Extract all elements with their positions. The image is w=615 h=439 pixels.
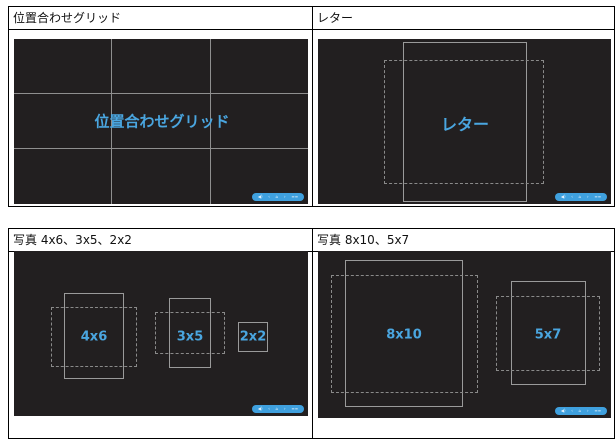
overlay-label: レター <box>440 115 490 134</box>
photo-frame-5x7 <box>511 281 586 385</box>
left-arrow-icon: ‹ <box>571 194 573 199</box>
osd-toolbar: ◀) ‹ ⌂ › ≡≡ <box>555 193 607 201</box>
right-arrow-icon: › <box>586 194 589 199</box>
home-icon: ⌂ <box>275 194 279 199</box>
speaker-icon: ◀) <box>560 408 566 413</box>
monitor-screen: 位置合わせグリッド ◀) ‹ ⌂ › ≡≡ <box>14 39 308 204</box>
right-arrow-icon: › <box>283 194 286 199</box>
photo-frame-5x7-landscape <box>496 296 600 371</box>
menu-icon: ≡≡ <box>594 194 602 199</box>
home-icon: ⌂ <box>578 408 582 413</box>
right-arrow-icon: › <box>586 408 589 413</box>
photo-frame-2x2 <box>238 322 268 352</box>
menu-icon: ≡≡ <box>291 406 299 411</box>
letter-frame-landscape <box>384 60 544 184</box>
osd-toolbar: ◀) ‹ ⌂ › ≡≡ <box>555 407 607 415</box>
grid-line-vertical <box>210 39 211 204</box>
photo-frame-8x10 <box>345 260 463 407</box>
letter-frame <box>403 42 527 202</box>
photo-label-3x5: 3x5 <box>176 329 204 345</box>
menu-icon: ≡≡ <box>291 194 299 199</box>
home-icon: ⌂ <box>275 406 279 411</box>
cell-title: レター <box>313 7 614 30</box>
left-arrow-icon: ‹ <box>268 406 270 411</box>
photo-frame-3x5 <box>169 298 211 368</box>
menu-icon: ≡≡ <box>594 408 602 413</box>
grid-line-vertical <box>111 39 112 204</box>
photo-label-2x2: 2x2 <box>239 329 267 345</box>
photo-frame-4x6-landscape <box>51 307 137 367</box>
left-arrow-icon: ‹ <box>571 408 573 413</box>
photo-frame-8x10-landscape <box>331 275 478 393</box>
photo-label-5x7: 5x7 <box>534 327 562 343</box>
grid-line-horizontal <box>14 148 308 149</box>
speaker-icon: ◀) <box>257 406 263 411</box>
left-arrow-icon: ‹ <box>268 194 270 199</box>
photo-label-8x10: 8x10 <box>386 327 422 343</box>
cell-title: 写真 4x6、3x5、2x2 <box>9 229 312 252</box>
photo-label-4x6: 4x6 <box>80 329 108 345</box>
grid-line-horizontal <box>14 93 308 94</box>
monitor-screen: レター ◀) ‹ ⌂ › ≡≡ <box>318 39 611 204</box>
right-arrow-icon: › <box>283 406 286 411</box>
cell-alignment-grid: 位置合わせグリッド 位置合わせグリッド ◀) ‹ ⌂ › ≡≡ <box>8 6 313 207</box>
speaker-icon: ◀) <box>560 194 566 199</box>
cell-photo-large: 写真 8x10、5x7 8x10 5x7 ◀) ‹ ⌂ › ≡≡ <box>312 228 615 439</box>
photo-frame-3x5-landscape <box>155 312 225 354</box>
monitor-screen: 4x6 3x5 2x2 ◀) ‹ ⌂ › ≡≡ <box>14 251 308 416</box>
speaker-icon: ◀) <box>257 194 263 199</box>
overlay-label: 位置合わせグリッド <box>94 112 230 131</box>
cell-letter: レター レター ◀) ‹ ⌂ › ≡≡ <box>312 6 615 207</box>
photo-frame-4x6 <box>64 293 124 379</box>
osd-toolbar: ◀) ‹ ⌂ › ≡≡ <box>252 405 304 413</box>
cell-title: 写真 8x10、5x7 <box>313 229 614 252</box>
osd-toolbar: ◀) ‹ ⌂ › ≡≡ <box>252 193 304 201</box>
home-icon: ⌂ <box>578 194 582 199</box>
monitor-screen: 8x10 5x7 ◀) ‹ ⌂ › ≡≡ <box>318 251 611 418</box>
cell-photo-small: 写真 4x6、3x5、2x2 4x6 3x5 2x2 ◀) ‹ ⌂ › ≡≡ <box>8 228 313 439</box>
cell-title: 位置合わせグリッド <box>9 7 312 30</box>
